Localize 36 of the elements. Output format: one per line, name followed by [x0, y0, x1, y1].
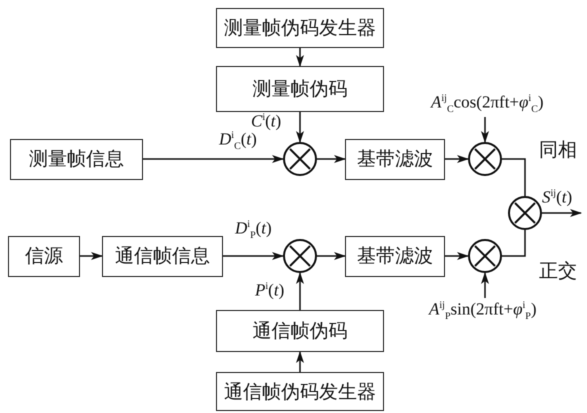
arrow	[502, 158, 526, 196]
arrow	[445, 252, 469, 260]
edge-label: A$^{ij}$$_{C}$cos(2πft+φ$^{i}$$_{C}$)	[430, 93, 545, 116]
multiplier-circle	[283, 239, 317, 273]
edge-label: C$^{i}$(t)	[250, 112, 282, 132]
arrow	[296, 112, 304, 143]
process-box: 测量帧伪码	[216, 66, 384, 112]
process-box: 测量帧伪码发生器	[216, 8, 384, 48]
edge-label: S$^{ij}$(t)	[541, 188, 574, 208]
process-box: 信源	[8, 236, 80, 276]
arrow	[80, 252, 103, 260]
arrow	[296, 351, 304, 372]
multiplier-circle	[283, 142, 317, 176]
edge-label: 正交	[538, 262, 578, 283]
edge-label: P$^{i}$(t)	[254, 281, 286, 300]
multiplier-circle	[468, 239, 502, 273]
arrow	[143, 155, 284, 163]
edge-label: D$^{i}$$_{C}$(t)	[218, 130, 258, 152]
process-box: 通信帧伪码	[216, 310, 384, 352]
arrow	[317, 155, 346, 163]
process-box: 通信帧信息	[102, 236, 223, 276]
arrow	[542, 209, 582, 217]
arrow	[481, 272, 489, 298]
arrow	[296, 48, 304, 67]
process-box: 基带滤波	[345, 138, 445, 180]
arrow	[445, 155, 469, 163]
arrow	[481, 117, 489, 143]
process-box: 测量帧信息	[10, 138, 143, 180]
multiplier-circle	[468, 142, 502, 176]
process-box: 基带滤波	[345, 236, 445, 276]
multiplier-circle	[508, 196, 542, 230]
arrow	[223, 252, 284, 260]
arrow	[296, 272, 304, 310]
arrow	[502, 230, 526, 257]
process-box: 通信帧伪码发生器	[216, 372, 384, 411]
arrow	[317, 252, 346, 260]
